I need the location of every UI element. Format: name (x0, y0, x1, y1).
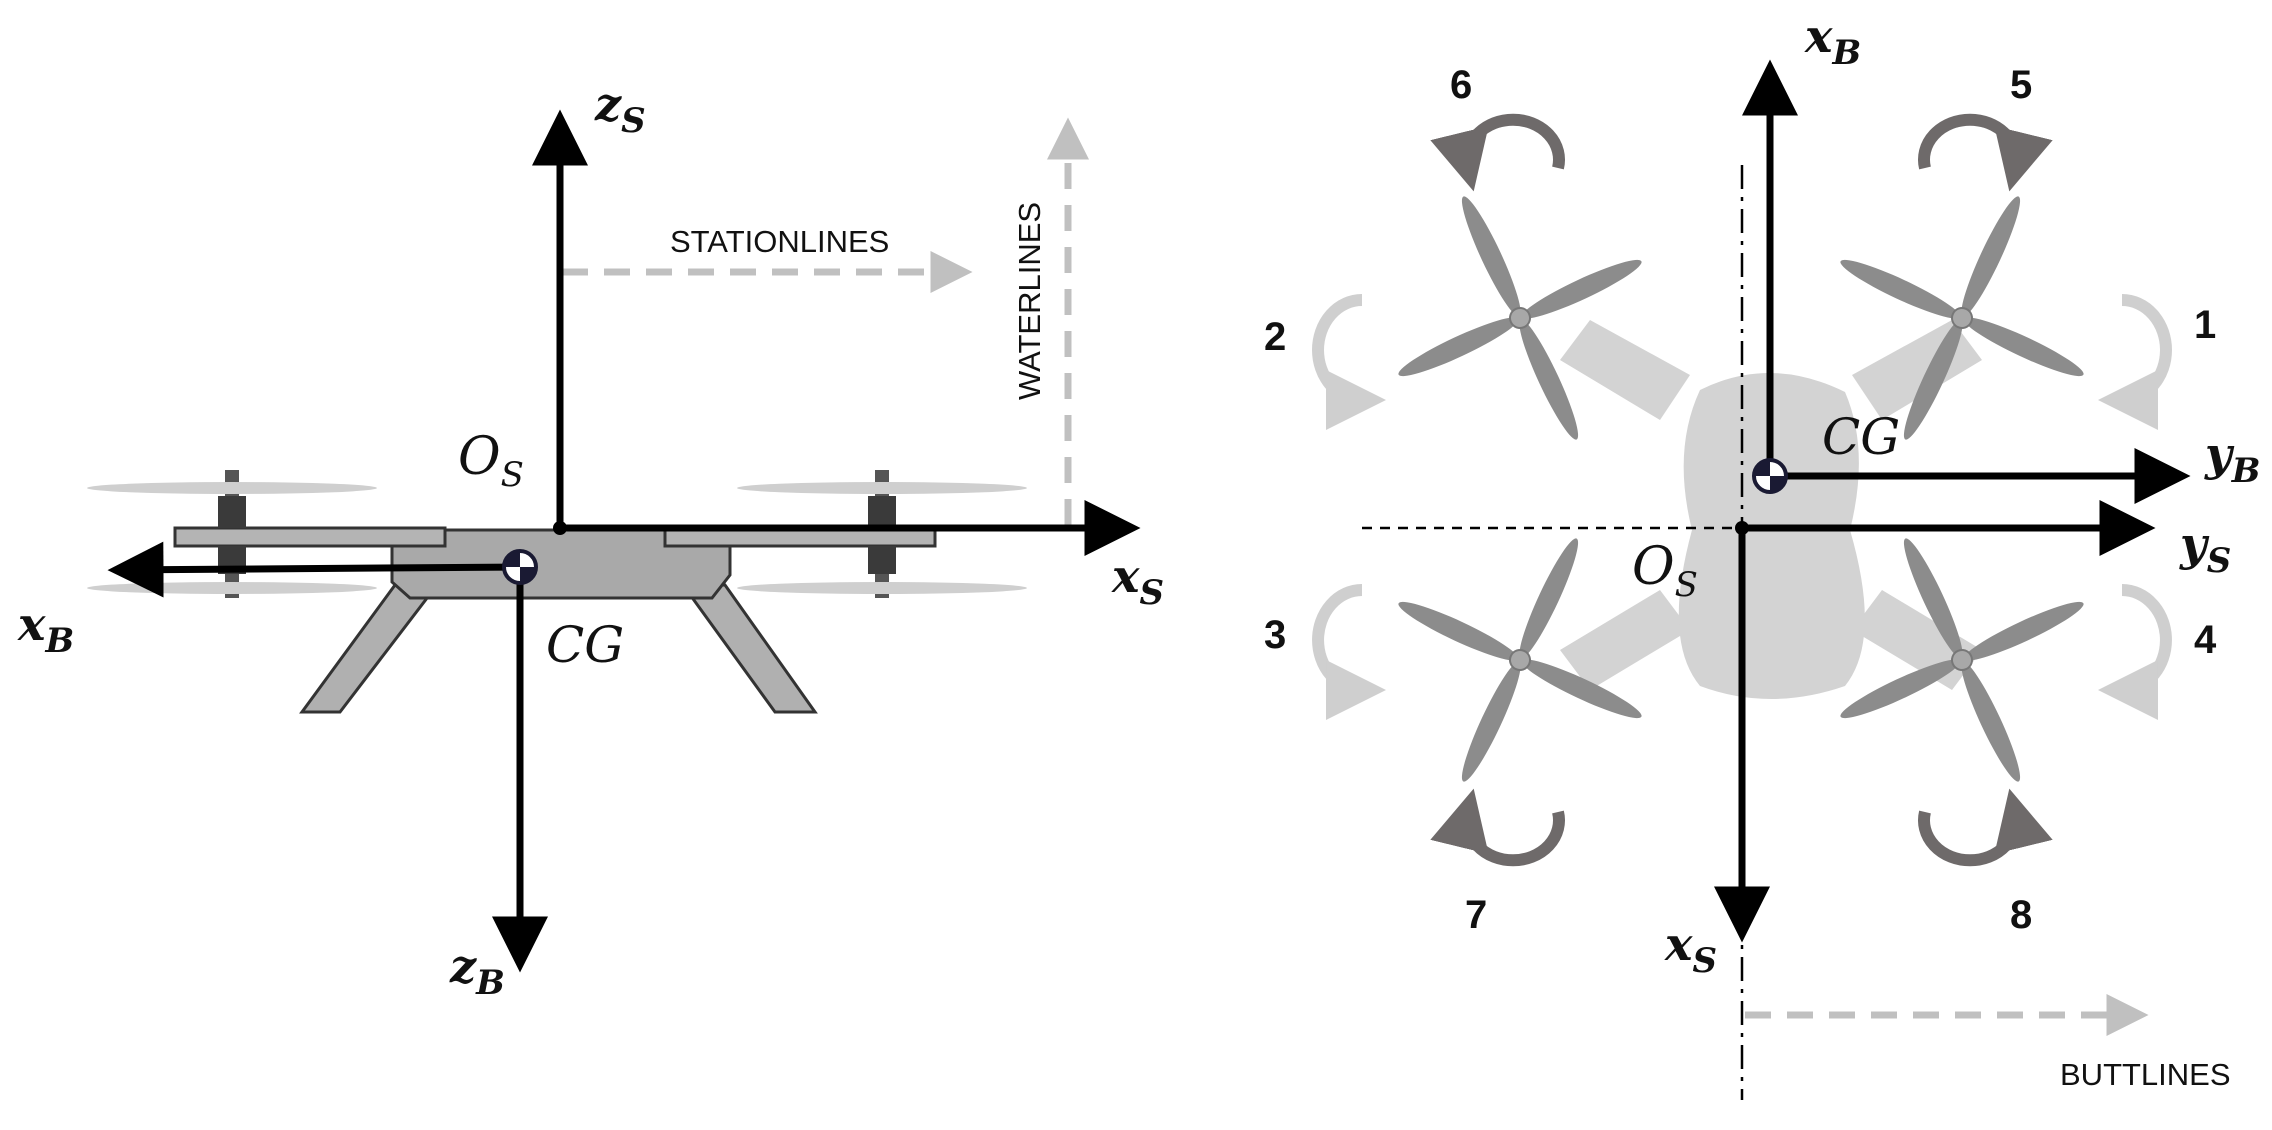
rotor-number-2: 2 (1264, 315, 1286, 359)
yS-label-top: yS (2179, 517, 2231, 581)
propeller-front-left (1340, 138, 1700, 498)
rotor-number-7: 7 (1465, 893, 1487, 937)
cg-marker-side (502, 549, 538, 585)
rotor-number-1: 1 (2194, 303, 2216, 347)
cg-label-side: CG (546, 616, 624, 674)
prop-left-upper (87, 482, 377, 494)
origin-os-top (1735, 521, 1749, 535)
stationlines-label: STATIONLINES (670, 224, 889, 259)
top-view: BUTTLINES xB yB yS xS OS CG 1 2 3 4 (1264, 9, 2260, 1100)
rotor-8-rotation (1918, 788, 2053, 867)
rotor-5-rotation (1918, 113, 2053, 192)
waterlines-label: WATERLINES (1012, 202, 1047, 400)
cg-marker-top (1752, 458, 1788, 494)
xB-axis (107, 541, 521, 598)
zB-label: zB (449, 939, 505, 1003)
rotor-number-5: 5 (2010, 63, 2032, 107)
buttlines-label: BUTTLINES (2060, 1057, 2231, 1092)
landing-leg-left (299, 583, 441, 714)
side-view: STATIONLINES WATERLINES (17, 77, 1164, 1003)
yB-label-top: yB (2204, 427, 2260, 491)
xB-label-top: xB (1804, 9, 1861, 73)
xB-label: xB (17, 597, 74, 661)
xS-label: xS (1111, 549, 1164, 613)
landing-leg-right (680, 583, 818, 714)
rotor-6-rotation (1430, 113, 1565, 192)
origin-os-side (553, 521, 567, 535)
xS-label-top: xS (1664, 917, 1717, 981)
os-label-top: OS (1632, 537, 1698, 605)
rotor-2-rotation (1312, 294, 1386, 430)
rotor-7-rotation (1430, 788, 1565, 867)
rotor-number-3: 3 (1264, 613, 1286, 657)
zS-label: zS (594, 77, 646, 141)
cg-label-top: CG (1822, 408, 1900, 466)
rotor-number-8: 8 (2010, 893, 2032, 937)
os-label-side: OS (458, 427, 524, 495)
rotor-4-rotation (2098, 584, 2172, 720)
arm-left (173, 526, 447, 548)
rotor-number-4: 4 (2194, 618, 2217, 662)
rotor-number-6: 6 (1450, 63, 1472, 107)
prop-right-lower (737, 582, 1027, 594)
rotor-3-rotation (1312, 584, 1386, 720)
rotor-1-rotation (2098, 294, 2172, 430)
prop-right-upper (737, 482, 1027, 494)
prop-left-lower (87, 582, 377, 594)
propeller-rear-left (1340, 480, 1700, 840)
